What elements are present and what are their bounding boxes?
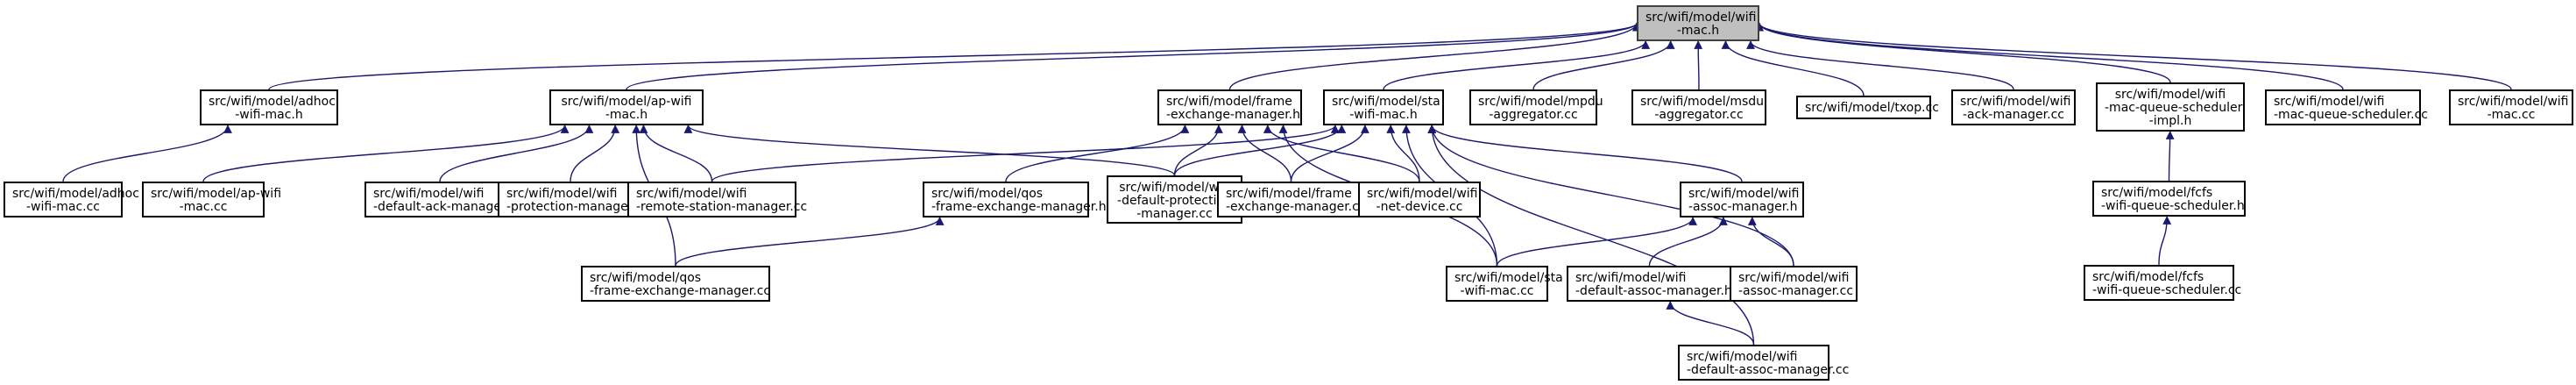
edge-dassoc_cc-to-dassoc_h: [1666, 301, 1755, 346]
graph-node[interactable]: src/wifi/model/ap-wifi -mac.cc: [142, 182, 281, 217]
edge-dassoc_cc-to-sta_h: [1427, 125, 1755, 346]
edge-sta_h-to-root: [1383, 40, 1650, 90]
graph-node[interactable]: src/wifi/model/fcfs -wifi-queue-schedule…: [2084, 265, 2241, 301]
edge-fcfs_h-to-mqs_impl_h: [2165, 131, 2175, 182]
edge-netdev_cc-to-fem_h: [1263, 125, 1420, 182]
graph-node[interactable]: src/wifi/model/wifi -default-ack-manager…: [364, 182, 522, 217]
edge-dack_cc-to-ap_h: [439, 125, 594, 182]
graph-node[interactable]: src/wifi/model/qos -frame-exchange-manag…: [581, 266, 770, 302]
graph-node[interactable]: src/wifi/model/txop.cc: [1796, 96, 1939, 119]
graph-node[interactable]: src/wifi/model/wifi -remote-station-mana…: [627, 182, 807, 217]
edge-fem_cc-to-fem_h: [1237, 125, 1292, 182]
graph-node[interactable]: src/wifi/model/ap-wifi -mac.h: [549, 89, 704, 125]
edge-fcfs_cc-to-fcfs_h: [2158, 216, 2172, 266]
edge-prot_cc-to-ap_h: [570, 125, 620, 182]
graph-node[interactable]: src/wifi/model/qos -frame-exchange-manag…: [923, 182, 1107, 217]
edge-assoc_h-to-sta_h: [1427, 125, 1743, 182]
graph-node[interactable]: src/wifi/model/wifi -net-device.cc: [1358, 182, 1481, 217]
graph-node[interactable]: src/wifi/model/wifi -mac-queue-scheduler…: [2096, 82, 2245, 132]
edge-mqs_cc-to-root: [1755, 22, 2344, 90]
edge-ap_cc-to-ap_h: [202, 125, 570, 182]
graph-node[interactable]: src/wifi/model/frame -exchange-manager.h: [1157, 89, 1302, 125]
root-node[interactable]: src/wifi/model/wifi -mac.h: [1637, 5, 1759, 41]
edge-dprot_cc-to-fem_h: [1173, 125, 1223, 176]
edge-msdu_cc-to-root: [1694, 40, 1703, 90]
graph-node[interactable]: src/wifi/model/wifi -mac.cc: [2449, 89, 2573, 125]
edge-adhoc_h-to-root: [268, 22, 1641, 90]
edge-assoc_cc-to-sta_h: [1427, 125, 1794, 267]
graph-node[interactable]: src/wifi/model/wifi -default-assoc-manag…: [1567, 266, 1732, 302]
graph-node[interactable]: src/wifi/model/adhoc -wifi-mac.h: [200, 89, 338, 125]
edge-fem_cc-to-sta_h: [1290, 125, 1369, 182]
graph-node[interactable]: src/wifi/model/sta -wifi-mac.cc: [1446, 266, 1563, 302]
edge-rsm_cc-to-ap_h: [639, 125, 713, 182]
edge-ack_cc-to-root: [1746, 40, 2014, 90]
edge-dassoc_h-to-assoc_h: [1648, 217, 1728, 267]
edge-ap_h-to-root: [626, 22, 1641, 90]
graph-node[interactable]: src/wifi/model/wifi -mac-queue-scheduler…: [2265, 89, 2428, 125]
edge-sta_cc-to-assoc_h: [1496, 217, 1697, 267]
graph-node[interactable]: src/wifi/model/wifi -ack-manager.cc: [1951, 89, 2076, 125]
graph-node[interactable]: src/wifi/model/mpdu -aggregator.cc: [1469, 89, 1603, 125]
graph-node[interactable]: src/wifi/model/msdu -aggregator.cc: [1631, 89, 1766, 125]
edge-dprot_cc-to-sta_h: [1173, 125, 1347, 176]
edge-netdev_cc-to-sta_h: [1386, 125, 1420, 182]
edge-qos_h-to-fem_h: [1005, 125, 1190, 182]
edge-fem_h-to-root: [1228, 22, 1641, 90]
graph-node[interactable]: src/wifi/model/wifi -default-assoc-manag…: [1678, 345, 1849, 381]
edge-dprot_cc-to-ap_h: [683, 125, 1176, 176]
edge-rsm_cc-to-sta_h: [711, 125, 1340, 182]
graph-node[interactable]: src/wifi/model/frame -exchange-manager.c…: [1217, 182, 1366, 217]
edge-wifimac_cc-to-root: [1755, 22, 2512, 90]
edge-qos_cc-to-qos_h: [675, 217, 945, 267]
edge-txop_cc-to-root: [1721, 40, 1865, 96]
graph-node[interactable]: src/wifi/model/fcfs -wifi-queue-schedule…: [2092, 181, 2246, 217]
graph-node[interactable]: src/wifi/model/wifi -assoc-manager.h: [1680, 182, 1804, 217]
graph-node[interactable]: src/wifi/model/wifi -protection-manager.…: [498, 182, 649, 217]
edge-adhoc_cc-to-adhoc_h: [62, 125, 232, 182]
graph-node[interactable]: src/wifi/model/adhoc -wifi-mac.cc: [4, 182, 139, 217]
edge-assoc_cc-to-assoc_h: [1747, 217, 1794, 267]
edge-mpdu_cc-to-root: [1532, 40, 1675, 90]
graph-node[interactable]: src/wifi/model/sta -wifi-mac.h: [1323, 89, 1444, 125]
graph-node[interactable]: src/wifi/model/wifi -assoc-manager.cc: [1730, 266, 1858, 302]
